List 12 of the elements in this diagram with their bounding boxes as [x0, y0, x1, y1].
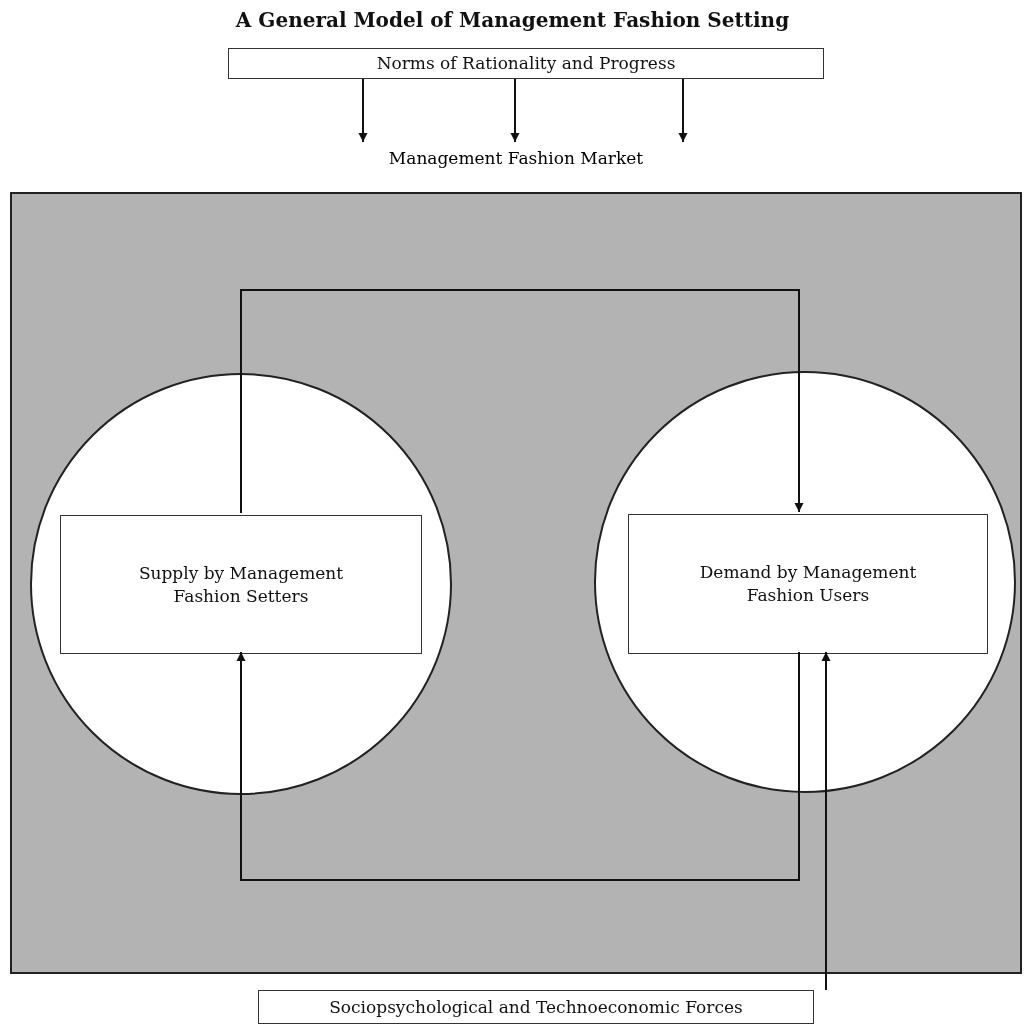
arrow [236, 651, 800, 881]
panel-heading: Management Fashion Market [387, 148, 645, 168]
arrow [678, 78, 688, 143]
label-box: Supply by Management Fashion Setters [60, 515, 422, 654]
label-box: Demand by Management Fashion Users [628, 514, 988, 654]
label-box: Norms of Rationality and Progress [228, 48, 824, 79]
diagram-title: A General Model of Management Fashion Setting [234, 8, 791, 32]
label-box: Sociopsychological and Technoeconomic Forces [258, 990, 814, 1024]
arrow [240, 289, 804, 514]
arrow [358, 78, 368, 143]
arrow [510, 78, 520, 143]
arrow [821, 651, 831, 991]
